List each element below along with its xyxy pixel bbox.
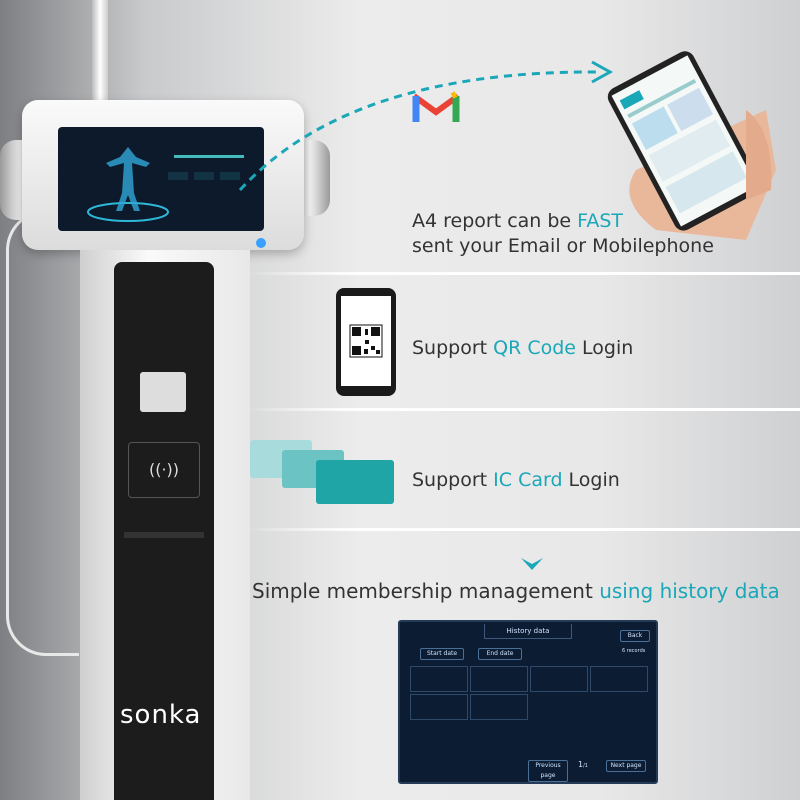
next-page-button[interactable]: Next page: [606, 760, 646, 772]
feature-fast-report: A4 report can be FAST: [412, 210, 624, 232]
list-item[interactable]: [470, 666, 528, 692]
history-data-screen: History data Back Start date End date 6 …: [398, 620, 658, 784]
chevron-down-icon: [519, 556, 545, 578]
qr-code-icon: [349, 324, 383, 358]
page-indicator: 1/1: [578, 760, 588, 769]
divider: [246, 528, 800, 531]
start-date-field[interactable]: Start date: [420, 648, 464, 660]
power-led: [256, 238, 266, 248]
send-arrow: [238, 60, 614, 192]
list-item[interactable]: [530, 666, 588, 692]
divider: [246, 272, 800, 275]
previous-page-button[interactable]: Previous page: [528, 760, 568, 782]
end-date-field[interactable]: End date: [478, 648, 522, 660]
machine-pole: [92, 0, 108, 110]
feature-fast-report-line2: sent your Email or Mobilephone: [412, 235, 714, 257]
gmail-icon: [412, 90, 460, 128]
list-item[interactable]: [410, 694, 468, 720]
list-item[interactable]: [410, 666, 468, 692]
list-item[interactable]: [470, 694, 528, 720]
feature-qr-login: Support QR Code Login: [412, 337, 634, 359]
feature-ic-card-login: Support IC Card Login: [412, 469, 620, 491]
history-title: History data: [484, 624, 572, 639]
machine-screen: [58, 127, 264, 231]
cable: [6, 210, 79, 656]
brand-logo: sonka: [120, 700, 202, 730]
divider: [246, 408, 800, 411]
list-item[interactable]: [590, 666, 648, 692]
qr-phone: [336, 288, 396, 396]
records-count: 6 records: [622, 648, 646, 654]
machine-panel: ((·)): [114, 262, 214, 800]
back-button[interactable]: Back: [620, 630, 650, 642]
feature-membership: Simple membership management using histo…: [252, 579, 780, 603]
phone-in-hand: [596, 50, 776, 240]
